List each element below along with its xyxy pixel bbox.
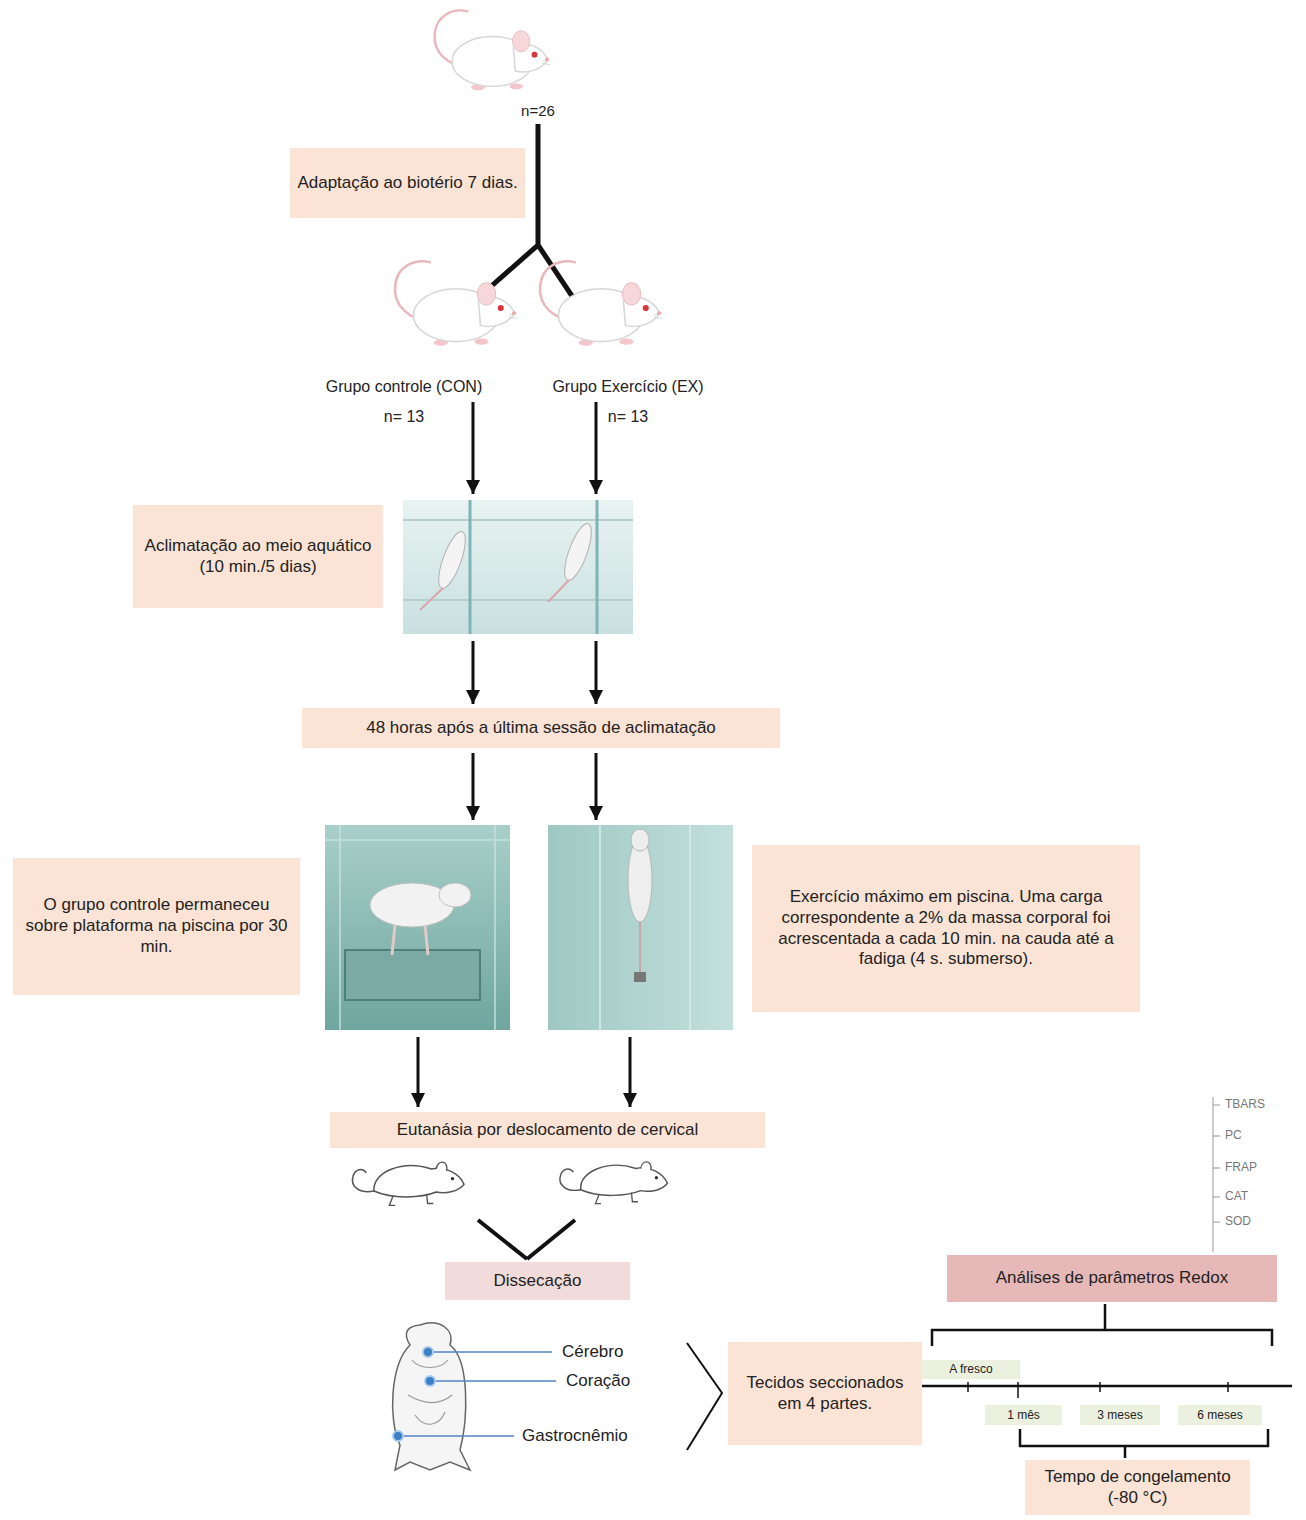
flow-arrow	[472, 402, 475, 494]
mouse-tail	[639, 922, 641, 975]
mouse-head	[631, 829, 649, 851]
mouse-swimming	[433, 529, 470, 592]
redox-parameter: SOD	[1225, 1214, 1251, 1228]
organ-outline	[408, 1360, 452, 1424]
box-text: Eutanásia por deslocamento de cervical	[397, 1120, 698, 1141]
bracket	[1020, 1429, 1268, 1458]
process-box: 48 horas após a última sessão de aclimat…	[302, 708, 780, 748]
section-header: Análises de parâmetros Redox	[947, 1255, 1277, 1302]
parameter-axis	[1213, 1097, 1220, 1252]
aquarium-photo	[403, 500, 633, 634]
tissue-label: Coração	[566, 1371, 630, 1391]
exercise-photo	[548, 825, 733, 1030]
mouse-head	[439, 883, 471, 907]
process-box: Adaptação ao biotério 7 dias.	[290, 148, 525, 218]
box-text: Exercício máximo em piscina. Uma carga c…	[762, 887, 1130, 970]
flow-arrow	[595, 641, 598, 704]
box-text: Aclimatação ao meio aquático (10 min./5 …	[141, 536, 375, 577]
glass-edge	[600, 825, 690, 1030]
tissue-label: Cérebro	[562, 1342, 623, 1362]
process-box: Exercício máximo em piscina. Uma carga c…	[752, 845, 1140, 1012]
flow-arrow	[595, 402, 598, 494]
photo-ground	[403, 500, 633, 634]
tissue-dot	[425, 1376, 435, 1386]
control-photo	[325, 825, 510, 1030]
flow-arrow	[417, 1037, 420, 1107]
box-text: Adaptação ao biotério 7 dias.	[297, 173, 517, 194]
sample-size: n= 13	[608, 407, 648, 426]
box-text: Análises de parâmetros Redox	[996, 1268, 1228, 1289]
glass-edge	[325, 825, 510, 1030]
leader-line	[398, 1435, 514, 1437]
process-box: Tecidos seccionados em 4 partes.	[728, 1342, 922, 1445]
platform	[345, 950, 480, 1000]
process-box: Tempo de congelamento (-80 °C)	[1025, 1460, 1250, 1515]
box-text: 1 mês	[1007, 1408, 1040, 1423]
mouse-drawing	[352, 1162, 464, 1205]
sample-size: n= 13	[384, 407, 424, 426]
dissection-figure	[393, 1323, 556, 1470]
box-text: 48 horas após a última sessão de aclimat…	[366, 718, 716, 739]
group-label: Grupo Exercício (EX)	[552, 377, 703, 396]
flow-arrow	[629, 1037, 632, 1107]
box-text: O grupo controle permaneceu sobre plataf…	[25, 895, 288, 957]
mouse-tail	[420, 580, 569, 610]
box-text: Tempo de congelamento (-80 °C)	[1031, 1467, 1244, 1508]
box-text: Tecidos seccionados em 4 partes.	[734, 1373, 916, 1414]
merge-line	[478, 1220, 575, 1259]
body-outline	[393, 1323, 470, 1470]
section-header: Dissecação	[445, 1262, 630, 1300]
bracket	[932, 1304, 1272, 1346]
mouse-illustration	[395, 261, 522, 345]
timepoint-tag: A fresco	[922, 1360, 1020, 1379]
mouse-swimming	[559, 521, 596, 584]
redox-parameter: PC	[1225, 1128, 1242, 1142]
tissue-dot	[393, 1431, 403, 1441]
mouse-illustration	[435, 10, 555, 90]
box-text: Dissecação	[494, 1271, 582, 1292]
redox-parameter: FRAP	[1225, 1160, 1257, 1174]
group-label: Grupo controle (CON)	[326, 377, 483, 396]
box-text: A fresco	[949, 1362, 992, 1377]
tail-load	[634, 972, 646, 982]
process-box: Aclimatação ao meio aquático (10 min./5 …	[133, 505, 383, 608]
flow-arrow	[472, 641, 475, 704]
timeline-tick	[968, 1382, 1228, 1398]
tissue-label: Gastrocnêmio	[522, 1426, 628, 1446]
flow-arrow	[595, 753, 598, 820]
photo-ground	[548, 825, 733, 1030]
process-box: Eutanásia por deslocamento de cervical	[330, 1112, 765, 1148]
timeline	[922, 1385, 1292, 1388]
timepoint-tag: 6 meses	[1178, 1405, 1262, 1425]
box-text: 6 meses	[1197, 1408, 1242, 1423]
leader-lines	[398, 1352, 556, 1436]
redox-parameter: TBARS	[1225, 1097, 1265, 1111]
mouse-illustration	[540, 261, 667, 345]
leader-line	[428, 1351, 552, 1353]
timepoint-tag: 3 meses	[1080, 1405, 1160, 1425]
tissue-dot	[423, 1347, 433, 1357]
box-text: 3 meses	[1097, 1408, 1142, 1423]
mouse-drawing	[560, 1162, 668, 1204]
sample-size: n=26	[521, 102, 555, 120]
mouse-leg	[392, 925, 428, 955]
photo-ground	[325, 825, 510, 1030]
chevron-brace	[687, 1343, 722, 1450]
glass-wall	[470, 500, 597, 634]
timepoint-tag: 1 mês	[985, 1405, 1062, 1425]
leader-line	[430, 1380, 556, 1382]
process-box: O grupo controle permaneceu sobre plataf…	[13, 858, 300, 995]
redox-parameter: CAT	[1225, 1189, 1248, 1203]
flow-arrow	[472, 753, 475, 820]
